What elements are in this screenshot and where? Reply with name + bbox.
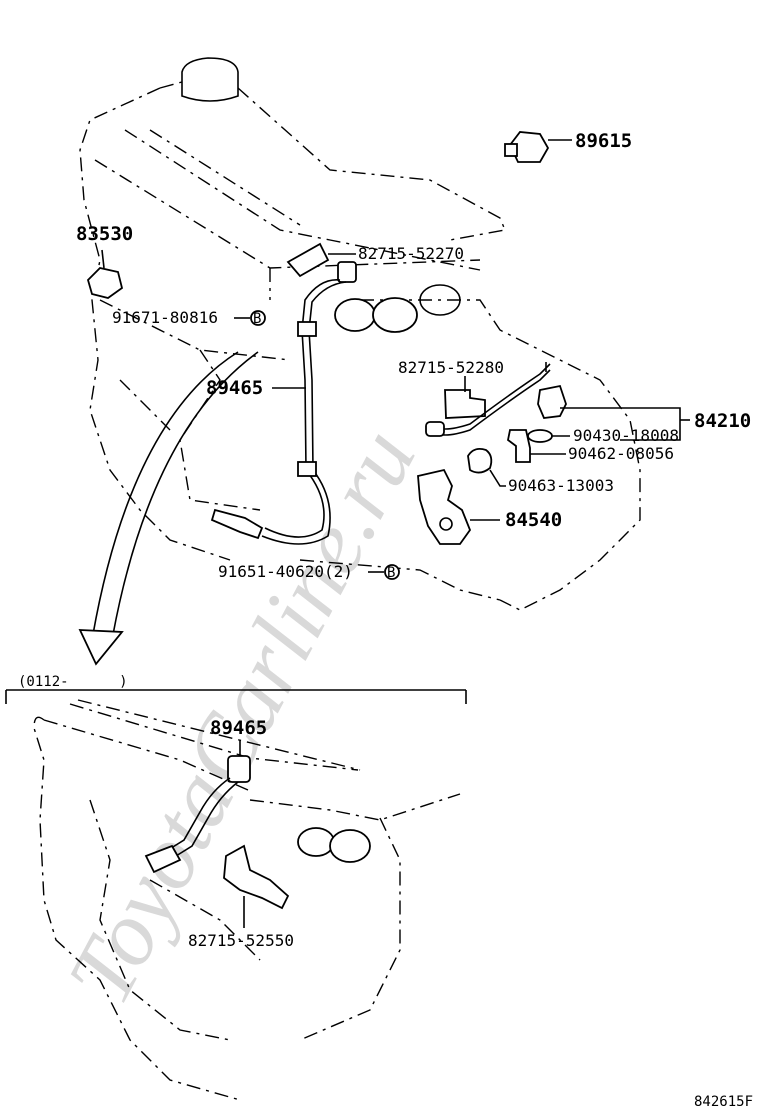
label-91651-40620: 91651-40620(2) bbox=[218, 562, 353, 581]
label-90462-08056: 90462-08056 bbox=[568, 444, 674, 463]
gasket-90430 bbox=[527, 429, 553, 443]
label-90430-18008: 90430-18008 bbox=[573, 426, 679, 445]
figure-code: 842615F bbox=[694, 1094, 753, 1110]
oxygen-sensor-89465 bbox=[210, 261, 357, 545]
label-91671-80816: 91671-80816 bbox=[112, 308, 218, 327]
engine-block-outline bbox=[79, 57, 641, 611]
harness-84210 bbox=[425, 362, 690, 441]
bolt-marker-icon bbox=[384, 564, 400, 580]
switch-84540 bbox=[417, 468, 500, 545]
label-90463-13003: 90463-13003 bbox=[508, 476, 614, 495]
inset-engine-outline bbox=[33, 699, 461, 1101]
bracket-82715-52270 bbox=[286, 242, 356, 278]
inset-frame bbox=[5, 689, 467, 704]
oil-pressure-switch-83530 bbox=[86, 249, 124, 299]
label-89615: 89615 bbox=[575, 130, 632, 152]
label-83530: 83530 bbox=[76, 223, 133, 245]
label-89465-upper: 89465 bbox=[206, 377, 263, 399]
inset-oxygen-sensor-89465 bbox=[144, 740, 251, 874]
label-82715-52550: 82715-52550 bbox=[188, 931, 294, 950]
inset-date-range: (0112- ) bbox=[18, 674, 128, 690]
label-84540: 84540 bbox=[505, 509, 562, 531]
marker-letter: B bbox=[253, 311, 261, 327]
bolt-marker-icon bbox=[250, 310, 266, 326]
label-82715-52280: 82715-52280 bbox=[398, 358, 504, 377]
label-89465-inset: 89465 bbox=[210, 717, 267, 739]
clamp-90463 bbox=[467, 447, 493, 474]
inset-bracket-82715-52550 bbox=[223, 844, 290, 928]
knock-sensor-89615 bbox=[504, 131, 572, 163]
arrow-to-inset-icon bbox=[78, 351, 259, 666]
label-82715-52270: 82715-52270 bbox=[358, 244, 464, 263]
watermark: ToyotaCarline.ru bbox=[48, 413, 435, 1020]
marker-letter: B bbox=[387, 565, 395, 581]
label-84210: 84210 bbox=[694, 410, 751, 432]
clamp-90462 bbox=[507, 429, 531, 463]
